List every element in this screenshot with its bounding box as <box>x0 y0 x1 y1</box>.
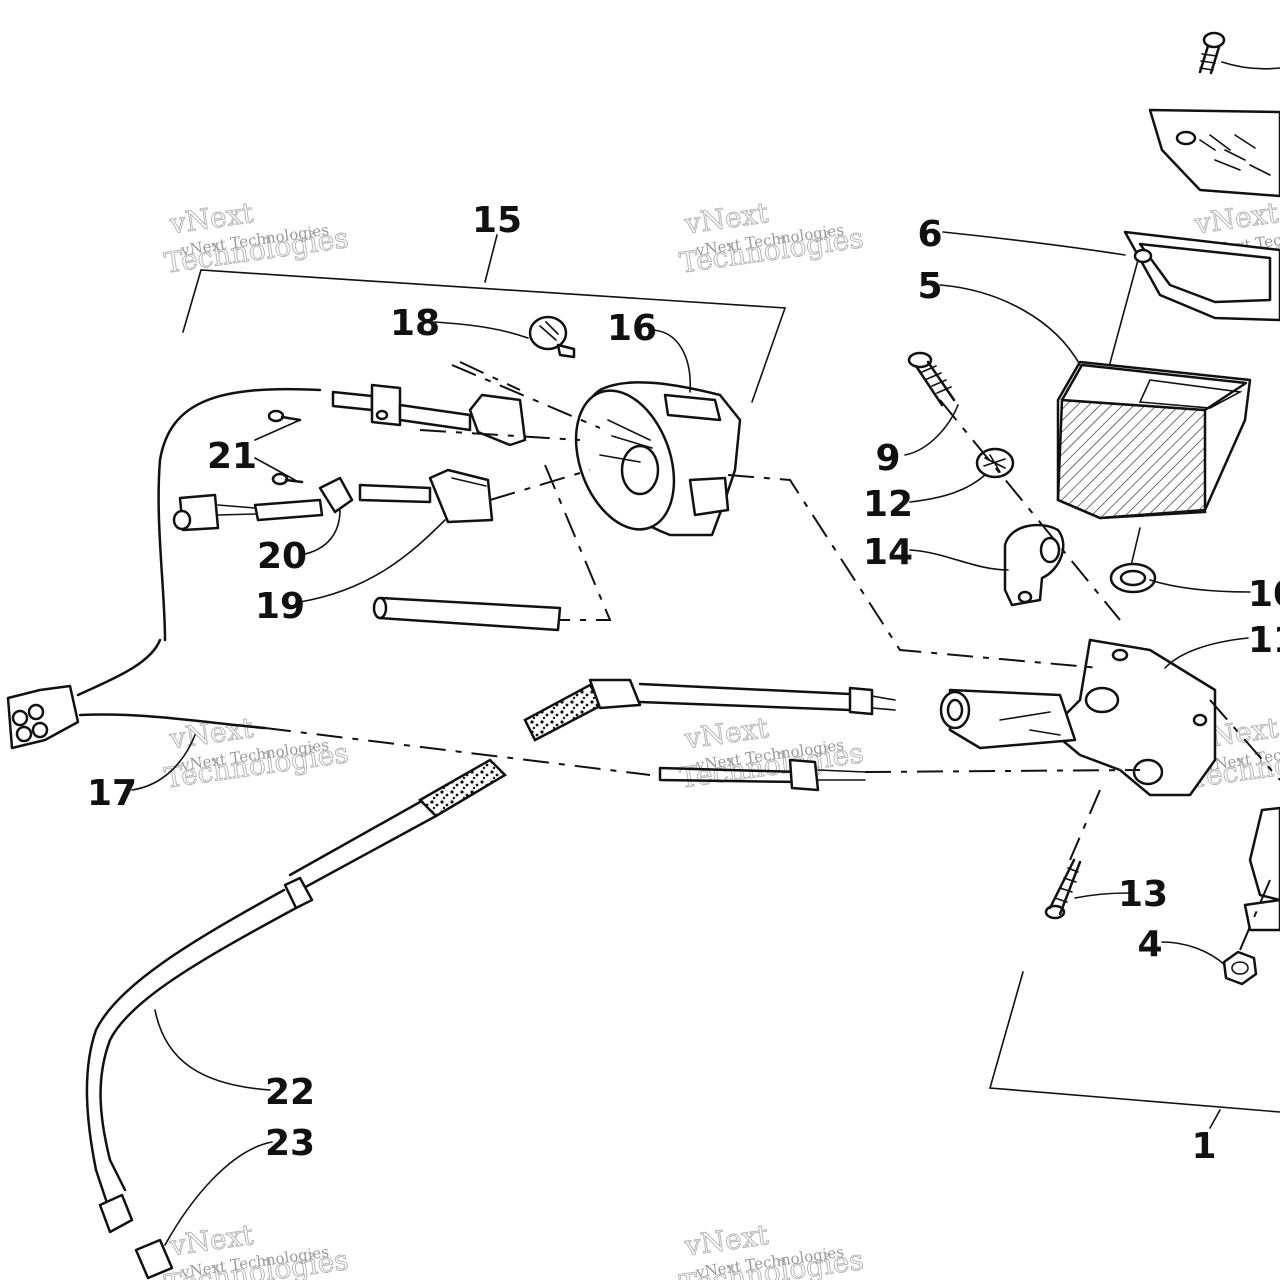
dashed-guide-9 <box>544 464 612 621</box>
label-part-20: 20 <box>257 536 307 577</box>
label-part-15: 15 <box>472 200 522 241</box>
wire-17-upper <box>76 638 162 697</box>
lever-right-partial <box>1243 806 1280 932</box>
watermark-top-left: vNext Technologies vNext Technologies <box>162 196 351 281</box>
master-cylinder-11 <box>939 638 1217 797</box>
housing-16 <box>574 381 742 537</box>
label-part-6: 6 <box>917 214 942 255</box>
label-part-9: 9 <box>875 438 900 479</box>
wire-loop <box>157 387 322 642</box>
watermark-bottom-center: vNext Technologies vNext Technologies <box>677 1218 866 1280</box>
dashed-guide-7 <box>1239 879 1271 951</box>
assembly-bracket-1 <box>988 971 1280 1129</box>
dashed-guide-4 <box>939 399 1121 621</box>
assembly-bracket-15 <box>182 234 787 403</box>
plug-19 <box>358 468 494 524</box>
wire-17-lower <box>78 713 267 730</box>
label-part-12: 12 <box>863 484 913 525</box>
label-part-4: 4 <box>1137 924 1162 965</box>
bracket-20 <box>172 476 354 532</box>
cable-22 <box>85 758 508 1202</box>
label-part-22: 22 <box>265 1072 315 1113</box>
nut-4 <box>1222 950 1258 986</box>
screw-13 <box>1044 858 1082 920</box>
reservoir-5 <box>1056 360 1252 571</box>
seal-ring-10 <box>1109 562 1157 594</box>
dashed-guide-2 <box>264 727 651 776</box>
label-part-10: 10 <box>1248 574 1280 615</box>
dashed-guide-10 <box>451 361 601 429</box>
label-part-11: 11 <box>1248 620 1280 661</box>
label-part-21: 21 <box>207 436 257 477</box>
dashed-guide-8 <box>419 429 591 501</box>
label-part-13: 13 <box>1118 874 1168 915</box>
label-part-17: 17 <box>87 773 137 814</box>
label-part-23: 23 <box>265 1123 315 1164</box>
brake-switch-wire <box>658 758 866 792</box>
fitting-23 <box>98 1193 174 1280</box>
clamp-14 <box>1003 523 1065 607</box>
dashed-guide-3 <box>864 769 1141 773</box>
connector-17-pins <box>11 703 49 743</box>
dashed-guide-5 <box>1069 789 1101 861</box>
leader-lines <box>131 231 1251 1246</box>
knob-18 <box>528 315 576 359</box>
watermark-mid-left: vNext Technologies vNext Technologies <box>162 711 351 796</box>
label-part-18: 18 <box>390 303 440 344</box>
spring-pin <box>372 596 562 632</box>
label-part-19: 19 <box>255 586 305 627</box>
watermark-bottom-left: vNext Technologies vNext Technologies <box>162 1218 351 1280</box>
watermark-top-center: vNext Technologies vNext Technologies <box>677 196 866 281</box>
label-part-1: 1 <box>1191 1126 1216 1167</box>
screw-top <box>1198 31 1280 75</box>
label-part-16: 16 <box>607 308 657 349</box>
part-labels: 15 18 16 21 20 19 17 22 23 6 5 9 12 14 1… <box>87 200 1280 1167</box>
label-part-14: 14 <box>863 532 913 573</box>
screws-21 <box>267 409 304 486</box>
bolt-9 <box>907 351 956 407</box>
dashed-guide-1 <box>727 474 1101 669</box>
reservoir-cover <box>1148 108 1280 198</box>
dashed-guide-6 <box>1209 699 1280 781</box>
switch-lead-upper <box>331 383 527 447</box>
label-part-5: 5 <box>917 266 942 307</box>
throttle-cable <box>523 678 896 742</box>
